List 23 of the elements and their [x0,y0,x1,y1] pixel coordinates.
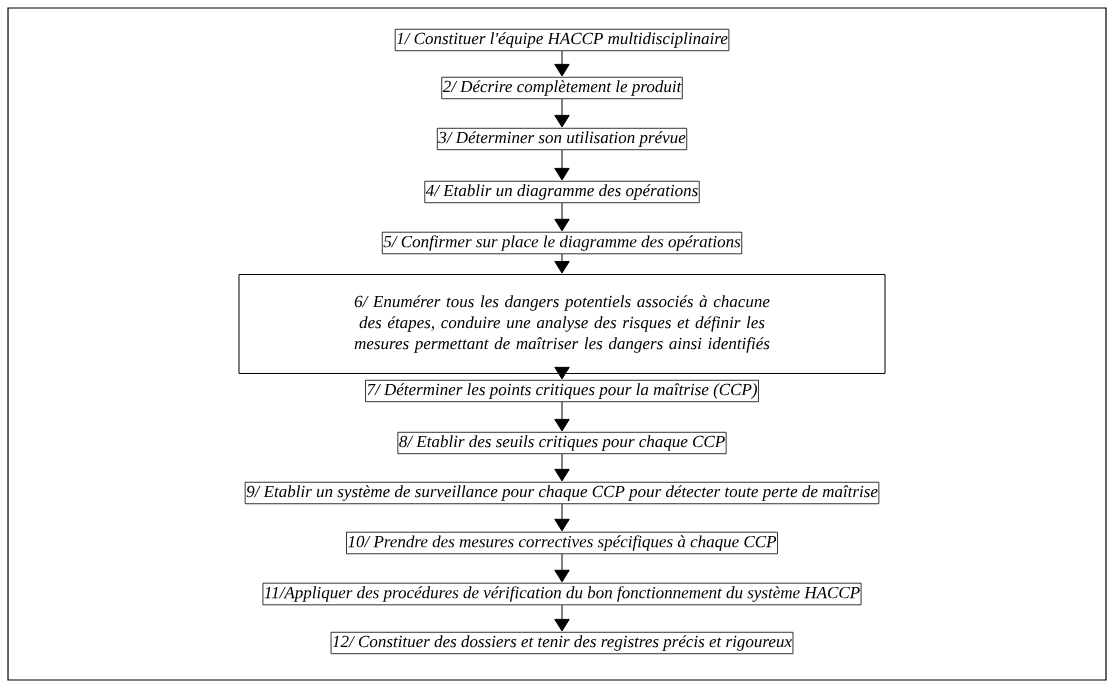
arrow [554,401,570,432]
arrow [554,503,570,532]
arrow [554,253,570,274]
arrow [554,202,570,232]
arrow [554,98,570,128]
step-box: 1/ Constituer l'équipe HACCP multidisciplinaire [394,28,730,52]
step-box: 7/ Déterminer les points critiques pour la maîtrise (CCP) [365,379,759,403]
arrow [554,50,570,77]
arrow [554,453,570,482]
step-box: 12/ Constituer des dossiers et tenir des registres précis et rigoureux [330,631,794,655]
step-box: 9/ Etablir un système de surveillance pour chaque CCP pour détecter toute perte de maîtrise [244,481,880,505]
step-box: 11/Appliquer des procédures de vérification du bon fonctionnement du système HACCP [262,582,862,606]
step-box: 3/ Déterminer son utilisation prévue [436,127,688,151]
arrow [554,553,570,583]
step-box: 2/ Décrire complètement le produit [441,76,683,100]
step-box: 4/ Etablir un diagramme des opérations [424,180,700,204]
step-box: 8/ Etablir des seuils critiques pour chaque CCP [397,431,727,455]
step-box: 10/ Prendre des mesures correctives spécifiques à chaque CCP [346,531,778,555]
step-box: 6/ Enumérer tous les dangers potentiels associés à chacune des étapes, conduire une analyse des risques et définir les mesures permettant de maîtriser les dangers ainsi identifiés [238,274,886,374]
arrow [554,366,570,380]
arrow [554,604,570,632]
step-box: 5/ Confirmer sur place le diagramme des opérations [381,231,743,255]
arrow [554,149,570,181]
